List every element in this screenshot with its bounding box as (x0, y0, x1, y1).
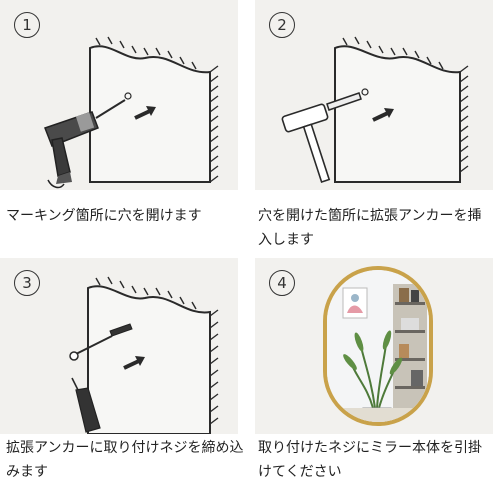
step-1-illustration (44, 36, 219, 189)
step-4-caption: 取り付けたネジにミラー本体を引掛けてください (258, 440, 482, 480)
step-4-panel: 4 (255, 258, 493, 434)
step-2-illustration (281, 36, 469, 184)
step-4-number: 4 (269, 270, 295, 296)
step-2-caption: 穴を開けた箇所に拡張アンカーを挿入します (258, 208, 482, 248)
step-4-illustration (323, 266, 433, 426)
step-3-panel: 3 (0, 258, 238, 434)
step-3-number: 3 (14, 270, 40, 296)
step-3-illustration (69, 276, 219, 434)
step-3-caption: 拡張アンカーに取り付けネジを締め込みます (6, 440, 244, 480)
step-1-caption: マーキング箇所に穴を開けます (6, 208, 202, 224)
step-1-panel: 1 (0, 0, 238, 190)
step-2-panel: 2 (255, 0, 493, 190)
step-1-number: 1 (14, 12, 40, 38)
step-2-number: 2 (269, 12, 295, 38)
